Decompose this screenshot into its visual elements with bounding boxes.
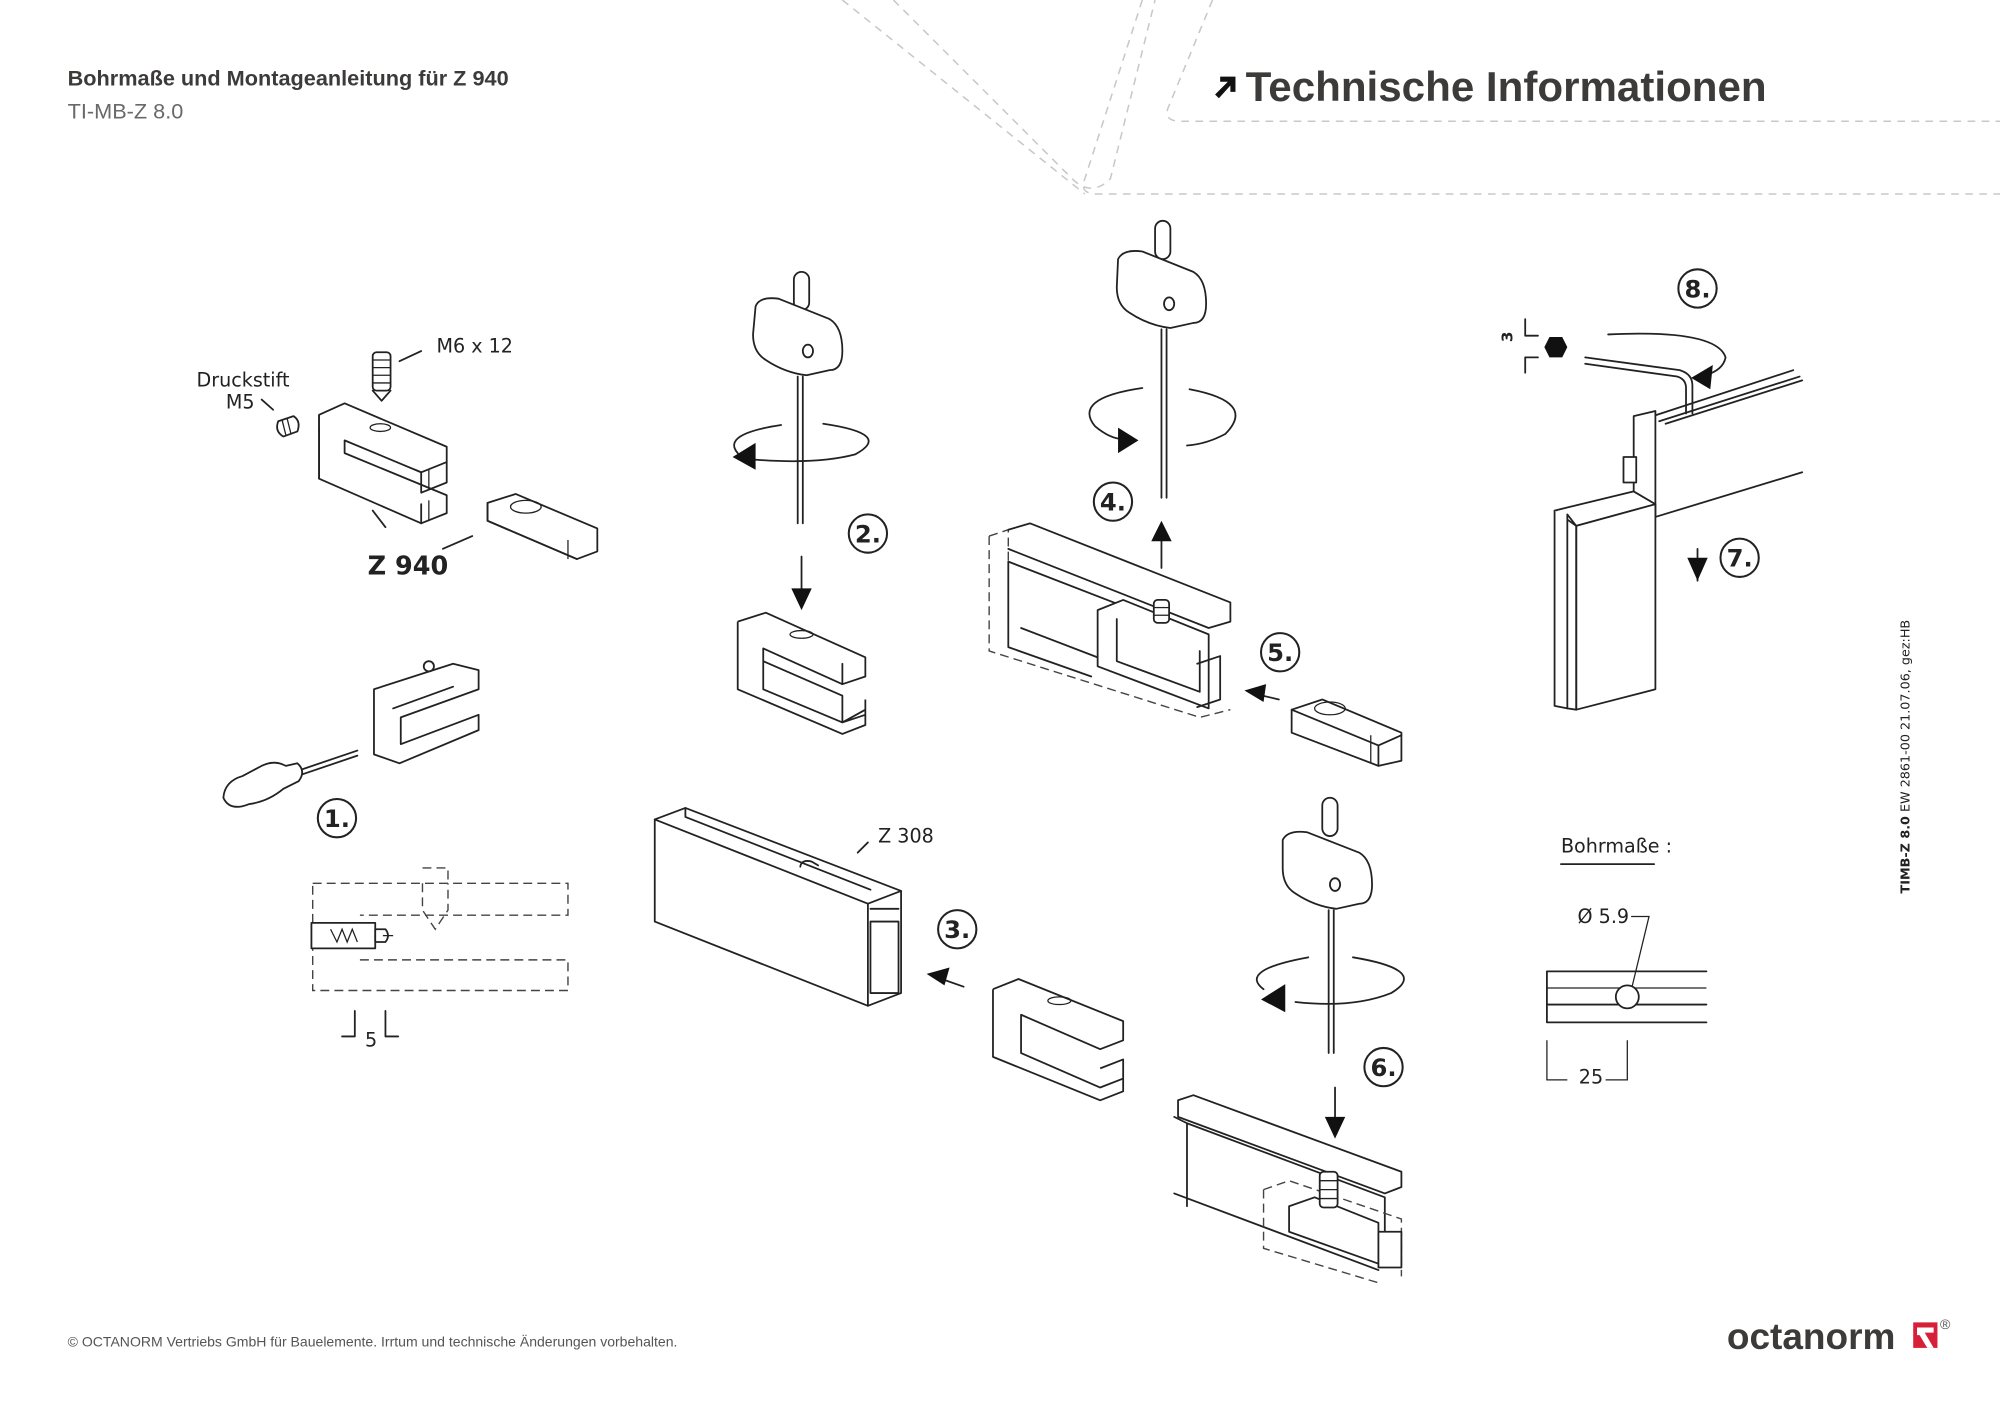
drilling-dimensions: Bohrmaße : Ø 5.9 25 xyxy=(1546,835,1708,1089)
exploded-view: M6 x 12 Druckstift M5 Z 940 xyxy=(197,334,599,581)
section-header: Technische Informationen xyxy=(1246,63,1767,110)
hex-nut-icon xyxy=(1544,336,1568,358)
label-part-z940: Z 940 xyxy=(368,551,449,581)
side-note: TIMB-Z 8.0 EW 2861-00 21.07.06, gez:HB xyxy=(1898,620,1913,894)
step-3-illustration: Z 308 xyxy=(653,807,1125,1102)
screw-icon xyxy=(1318,1170,1339,1209)
label-druckstift: Druckstift xyxy=(197,369,290,392)
step-badge-1: 1. xyxy=(316,798,358,839)
step-4-illustration xyxy=(988,219,1237,719)
step-badge-6: 6. xyxy=(1363,1046,1404,1088)
logo-mark-icon xyxy=(1913,1322,1938,1348)
dimension-25: 25 xyxy=(1579,1066,1603,1089)
svg-text:5.: 5. xyxy=(1267,638,1293,667)
svg-text:4.: 4. xyxy=(1100,488,1126,517)
svg-text:6.: 6. xyxy=(1370,1053,1396,1082)
document-title: Bohrmaße und Montageanleitung für Z 940 xyxy=(68,66,509,91)
step-2-illustration xyxy=(732,270,870,735)
label-profile-z308: Z 308 xyxy=(878,824,934,847)
screw-m6-icon xyxy=(371,351,392,402)
svg-text:8.: 8. xyxy=(1684,274,1710,303)
z940-clamp-body xyxy=(318,402,448,525)
dimension-5: 5 xyxy=(365,1029,377,1052)
step-badge-8: 8. xyxy=(1677,268,1718,309)
svg-text:1.: 1. xyxy=(324,804,350,833)
label-diameter: Ø 5.9 xyxy=(1578,905,1630,928)
step-1-illustration: 5 xyxy=(222,660,569,1052)
svg-text:2.: 2. xyxy=(855,519,881,548)
svg-text:7.: 7. xyxy=(1727,544,1753,573)
hex-key-handle-icon xyxy=(752,270,844,525)
bohrmasse-title: Bohrmaße : xyxy=(1561,835,1672,858)
step-badge-7: 7. xyxy=(1719,537,1760,578)
label-screw: M6 x 12 xyxy=(437,334,513,357)
header-decoration xyxy=(841,0,2000,195)
step-badge-2: 2. xyxy=(847,513,889,554)
svg-text:3.: 3. xyxy=(944,915,970,944)
step-badge-3: 3. xyxy=(937,909,978,950)
step-5-illustration xyxy=(1244,684,1403,767)
screw-icon xyxy=(1152,599,1171,624)
slide-block xyxy=(486,493,599,560)
arrow-up-right-icon xyxy=(1215,76,1236,99)
label-druckstift-m5: M5 xyxy=(226,390,255,413)
step-6-illustration xyxy=(1173,796,1405,1284)
document-code: TI-MB-Z 8.0 xyxy=(68,99,184,124)
footer-copyright: © OCTANORM Vertriebs GmbH für Bauelement… xyxy=(68,1334,678,1350)
registered-mark: ® xyxy=(1940,1316,1951,1332)
step-badge-4: 4. xyxy=(1092,481,1134,522)
step-7-8-illustration: 3 xyxy=(1498,318,1804,711)
octanorm-logo[interactable]: octanorm ® xyxy=(1727,1315,1951,1357)
step-badge-5: 5. xyxy=(1259,632,1301,673)
pressure-pin-icon xyxy=(276,415,300,438)
label-hex-size: 3 xyxy=(1498,331,1516,342)
logo-text: octanorm xyxy=(1727,1315,1896,1357)
